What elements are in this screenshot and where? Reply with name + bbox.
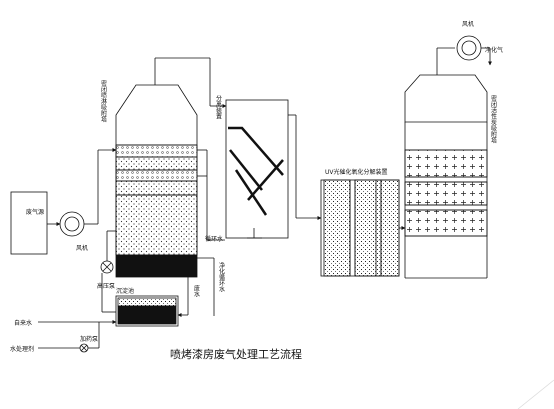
label-waste-gas-source: 废气源 [26,208,44,216]
label-separator: 分离装置 [215,94,222,119]
fan-top-icon [456,35,482,61]
plus-pump-icon [79,343,89,353]
label-water-treatment: 水处理剂 [10,345,34,353]
label-fresh-water: 自来水 [14,319,32,327]
waste-gas-source-box [10,191,48,255]
spray-tower [115,84,198,278]
label-carbon-tower: 密闭活性炭吸附塔 [490,94,497,144]
label-waste-water: 废水 [193,284,200,297]
label-fan-left: 风机 [76,244,88,252]
label-uv-device: UV光催化氧化分解装置 [325,168,388,176]
uv-device [320,179,400,277]
label-settling-tank: 沉淀池 [116,287,134,295]
label-spray-tower: 密闭喷淋吸附塔 [100,79,107,123]
carbon-tower [404,74,488,279]
settling-tank [115,295,179,327]
diagram-title: 喷烤漆房废气处理工艺流程 [170,347,302,361]
separator [225,99,289,239]
high-pressure-pump-icon [100,260,114,274]
fan-left-icon [59,211,85,237]
label-plus-pump: 加药泵 [80,335,98,343]
label-high-pressure-pump: 高压泵 [97,282,115,290]
label-purified-circulating-water: 净化循环水 [218,261,225,292]
label-fan-top: 风机 [462,20,474,28]
label-clean-gas: 净化气 [485,46,503,54]
label-circulating-water: 循环水 [205,235,223,243]
